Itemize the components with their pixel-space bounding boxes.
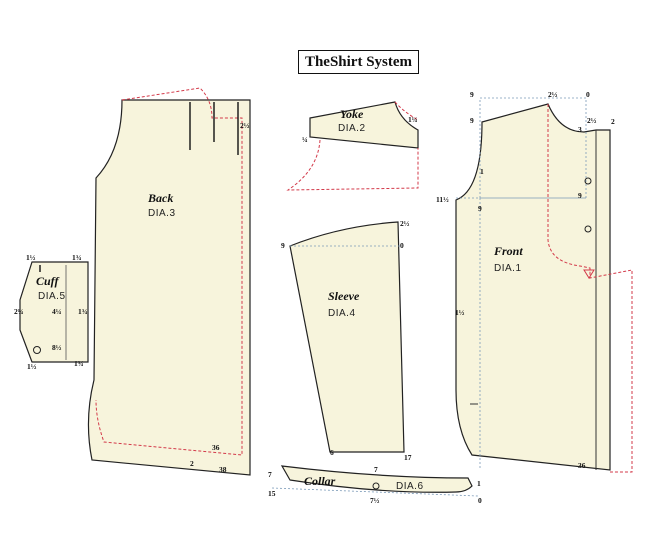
button-icon — [372, 482, 380, 490]
front-seam — [547, 104, 633, 473]
button-icon — [33, 346, 41, 354]
front-notch — [583, 269, 595, 279]
button-icon — [584, 225, 592, 233]
yoke-piece: Yoke DIA.2 1¼ ¼ — [286, 101, 419, 191]
front-dia: DIA.1 — [494, 263, 522, 274]
measure-label: 11½ — [436, 195, 449, 204]
measure-label: 2 — [190, 459, 194, 468]
measure-label: 2¼ — [14, 307, 24, 316]
cuff-outline — [19, 261, 89, 363]
button-icon — [584, 177, 592, 185]
back-piece: Back DIA.3 2½ 36 2 38 — [87, 87, 251, 476]
measure-label: 9 — [578, 191, 582, 200]
measure-label: 6 — [330, 448, 334, 457]
measure-label: 2½ — [548, 90, 558, 99]
collar-name: Collar — [304, 474, 336, 488]
back-seam — [95, 87, 243, 456]
measure-label: 8½ — [52, 343, 62, 352]
measure-label: 9 — [281, 241, 285, 250]
collar-outline — [280, 465, 473, 493]
sleeve-name: Sleeve — [328, 289, 360, 303]
measure-label: 1 — [477, 479, 481, 488]
measure-label: 9 — [478, 204, 482, 213]
front-guide-box — [479, 97, 587, 199]
measure-label: 1¼ — [408, 115, 418, 124]
sleeve-dia: DIA.4 — [328, 308, 356, 319]
measure-label: 36 — [212, 443, 220, 452]
measure-label: ¼ — [302, 135, 308, 144]
measure-label: 38 — [219, 465, 227, 474]
measure-label: 36 — [578, 461, 586, 470]
cuff-dia: DIA.5 — [38, 291, 66, 302]
measure-label: 1¾ — [74, 359, 84, 368]
front-outline — [455, 103, 611, 471]
title-box: TheShirt System — [298, 50, 419, 74]
back-outline — [87, 99, 251, 476]
measure-label: 1¾ — [78, 307, 88, 316]
measure-label: 1½ — [455, 308, 465, 317]
back-dia: DIA.3 — [148, 208, 176, 219]
measure-label: 9 — [470, 90, 474, 99]
measure-label: 2½ — [587, 116, 597, 125]
front-name: Front — [493, 244, 523, 258]
cuff-piece: Cuff DIA.5 1½ 1¾ 2¼ 4¼ 1¾ 8½ 1½ 1¾ — [14, 253, 89, 371]
measure-label: 0 — [478, 496, 482, 505]
measure-label: 0 — [586, 90, 590, 99]
yoke-name: Yoke — [340, 107, 364, 121]
back-name: Back — [147, 191, 173, 205]
sleeve-piece: Sleeve DIA.4 9 2½ 0 6 17 — [281, 219, 412, 462]
page-title: TheShirt System — [304, 53, 413, 70]
measure-label: 2½ — [240, 121, 250, 130]
measure-label: 2 — [611, 117, 615, 126]
collar-dia: DIA.6 — [396, 481, 424, 492]
measure-label: 15 — [268, 489, 276, 498]
measure-label: 1¾ — [72, 253, 82, 262]
yoke-seam — [286, 101, 419, 191]
measure-label: 4¼ — [52, 307, 62, 316]
sleeve-outline — [289, 221, 405, 453]
measure-label: 17 — [404, 453, 412, 462]
measure-label: 7 — [374, 465, 378, 474]
measure-label: 1 — [480, 167, 484, 176]
yoke-dia: DIA.2 — [338, 123, 366, 134]
yoke-outline — [309, 101, 419, 149]
front-piece: Front DIA.1 9 2½ 0 9 2½ 3 2 1 11½ 9 9 1½… — [436, 90, 633, 473]
measure-label: 3 — [578, 125, 582, 134]
measure-label: 9 — [470, 116, 474, 125]
collar-piece: Collar DIA.6 7 7 1 15 7½ 0 — [268, 465, 482, 505]
measure-label: 7 — [268, 470, 272, 479]
measure-label: 1½ — [26, 253, 36, 262]
measure-label: 1½ — [27, 362, 37, 371]
measure-label: 2½ — [400, 219, 410, 228]
cuff-name: Cuff — [36, 274, 59, 288]
measure-label: 0 — [400, 241, 404, 250]
measure-label: 7½ — [370, 496, 380, 505]
